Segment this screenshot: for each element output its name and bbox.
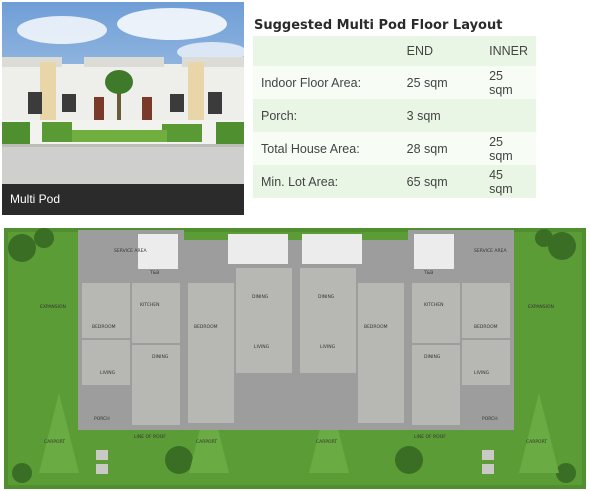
label-carport: CARPORT xyxy=(526,439,547,445)
layout-title: Suggested Multi Pod Floor Layout xyxy=(254,18,503,33)
label-tb: T&B xyxy=(149,270,159,276)
label-kitchen: KITCHEN xyxy=(424,302,444,308)
table-header-row: END INNER xyxy=(253,36,536,66)
row-inner-value: 45 sqm xyxy=(481,165,536,198)
row-end-value: 3 sqm xyxy=(398,99,482,132)
label-dining: DINING xyxy=(424,354,441,360)
label-living: LIVING xyxy=(474,370,490,376)
table-row: Indoor Floor Area: 25 sqm 25 sqm xyxy=(253,66,536,99)
table-row: Total House Area: 28 sqm 25 sqm xyxy=(253,132,536,165)
label-line-of-roof: LINE OF ROOF xyxy=(134,434,166,440)
label-bedroom: BEDROOM xyxy=(474,324,498,330)
row-end-value: 65 sqm xyxy=(398,165,482,198)
label-carport: CARPORT xyxy=(44,439,65,445)
house-photo-illustration xyxy=(2,2,244,215)
label-kitchen: KITCHEN xyxy=(140,302,160,308)
label-living: LIVING xyxy=(320,344,336,350)
row-label: Min. Lot Area: xyxy=(253,165,399,198)
row-end-value: 25 sqm xyxy=(398,66,482,99)
column-header-inner: INNER xyxy=(481,36,536,66)
label-bedroom: BEDROOM xyxy=(194,324,218,330)
floor-plan-drawing: SERVICE AREA T&B KITCHEN BEDROOM DINING … xyxy=(4,228,586,489)
row-inner-value: 25 sqm xyxy=(481,132,536,165)
table-row: Porch: 3 sqm xyxy=(253,99,536,132)
floor-area-table: END INNER Indoor Floor Area: 25 sqm 25 s… xyxy=(253,36,536,198)
label-expansion: EXPANSION xyxy=(528,304,554,310)
column-header-label xyxy=(253,36,399,66)
row-inner-value xyxy=(481,99,536,132)
label-carport: CARPORT xyxy=(316,439,337,445)
column-header-end: END xyxy=(398,36,482,66)
row-label: Indoor Floor Area: xyxy=(253,66,399,99)
label-tb: T&B xyxy=(423,270,433,276)
label-expansion: EXPANSION xyxy=(40,304,66,310)
label-dining: DINING xyxy=(318,294,335,300)
label-porch: PORCH xyxy=(94,416,110,422)
photo-caption: Multi Pod xyxy=(2,184,244,215)
table-row: Min. Lot Area: 65 sqm 45 sqm xyxy=(253,165,536,198)
row-end-value: 28 sqm xyxy=(398,132,482,165)
label-living: LIVING xyxy=(254,344,270,350)
house-photo: Multi Pod xyxy=(2,2,244,215)
label-dining: DINING xyxy=(152,354,169,360)
row-label: Porch: xyxy=(253,99,399,132)
label-dining: DINING xyxy=(252,294,269,300)
row-inner-value: 25 sqm xyxy=(481,66,536,99)
row-label: Total House Area: xyxy=(253,132,399,165)
label-bedroom: BEDROOM xyxy=(364,324,388,330)
label-service-area: SERVICE AREA xyxy=(474,248,507,254)
label-porch: PORCH xyxy=(482,416,498,422)
floor-plan: SERVICE AREA T&B KITCHEN BEDROOM DINING … xyxy=(4,228,586,489)
label-carport: CARPORT xyxy=(196,439,217,445)
label-bedroom: BEDROOM xyxy=(92,324,116,330)
label-service-area: SERVICE AREA xyxy=(114,248,147,254)
label-line-of-roof: LINE OF ROOF xyxy=(414,434,446,440)
label-living: LIVING xyxy=(100,370,116,376)
